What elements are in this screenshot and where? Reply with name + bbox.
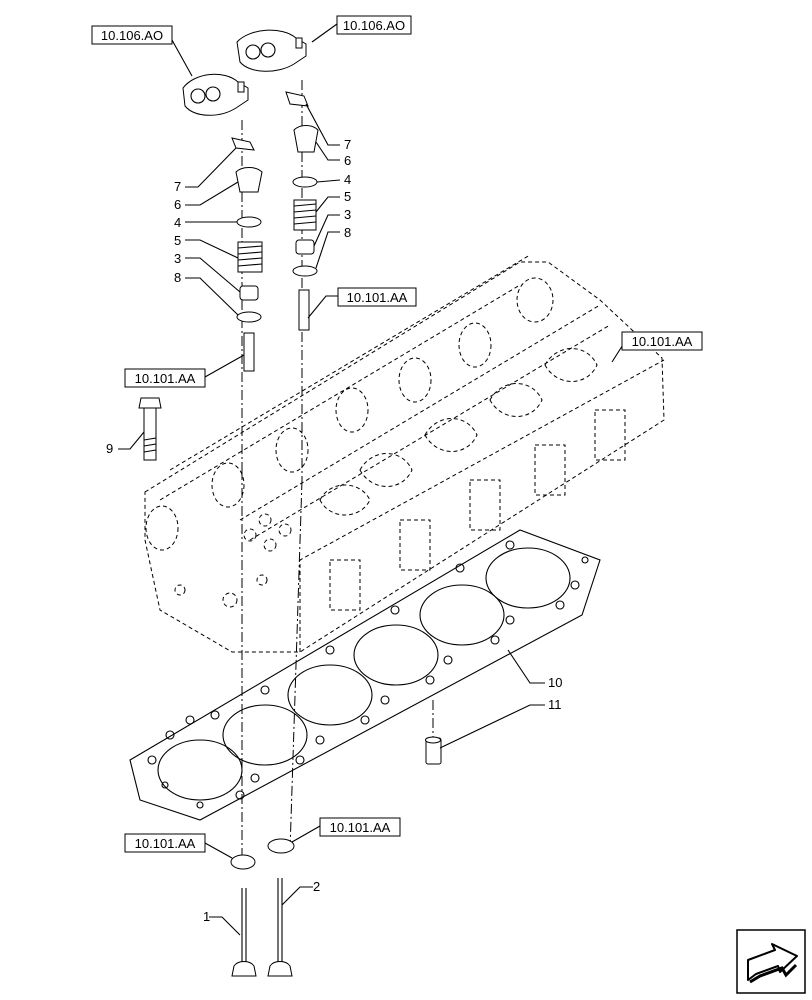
head-gasket — [129, 529, 601, 821]
callout-6-left: 6 — [174, 197, 181, 212]
ref-head[interactable]: 10.101.AA — [621, 331, 703, 351]
ref-guide-right[interactable]: 10.101.AA — [337, 287, 417, 307]
svg-text:10.101.AA: 10.101.AA — [347, 290, 408, 305]
callout-4-right: 4 — [344, 172, 351, 187]
ref-seat-right[interactable]: 10.101.AA — [319, 817, 401, 837]
ref-seat-left[interactable]: 10.101.AA — [124, 833, 206, 853]
svg-text:10.101.AA: 10.101.AA — [330, 820, 391, 835]
callout-8-right: 8 — [344, 225, 351, 240]
svg-text:10.101.AA: 10.101.AA — [632, 334, 693, 349]
ref-rocker-right[interactable]: 10.106.AO — [336, 15, 412, 35]
svg-text:10.106.AO: 10.106.AO — [343, 18, 405, 33]
svg-text:10.106.AO: 10.106.AO — [101, 28, 163, 43]
callout-5-right: 5 — [344, 189, 351, 204]
callout-5-left: 5 — [174, 233, 181, 248]
callout-8-left: 8 — [174, 270, 181, 285]
head-bolt — [138, 397, 162, 461]
valve-stack-right — [236, 29, 319, 977]
dowel-pin — [425, 700, 442, 765]
svg-text:10.101.AA: 10.101.AA — [135, 836, 196, 851]
callout-7-left: 7 — [174, 179, 181, 194]
callout-2: 2 — [313, 879, 320, 894]
ref-guide-left[interactable]: 10.101.AA — [124, 368, 206, 388]
callout-numbers: 7 6 4 5 3 8 7 6 4 5 3 8 9 10 11 1 2 — [106, 137, 562, 924]
valve-stack-left — [182, 73, 263, 977]
callout-9: 9 — [106, 441, 113, 456]
callout-3-left: 3 — [174, 251, 181, 266]
callout-1: 1 — [203, 909, 210, 924]
svg-text:10.101.AA: 10.101.AA — [135, 371, 196, 386]
arrow-next-page-icon[interactable] — [736, 929, 806, 994]
callout-4-left: 4 — [174, 215, 181, 230]
callout-10: 10 — [548, 675, 562, 690]
cylinder-head — [144, 254, 665, 653]
leader-lines — [118, 23, 627, 936]
callout-3-right: 3 — [344, 207, 351, 222]
callout-11: 11 — [548, 697, 562, 712]
ref-rocker-left[interactable]: 10.106.AO — [91, 25, 173, 45]
callout-7-right: 7 — [344, 137, 351, 152]
callout-6-right: 6 — [344, 153, 351, 168]
